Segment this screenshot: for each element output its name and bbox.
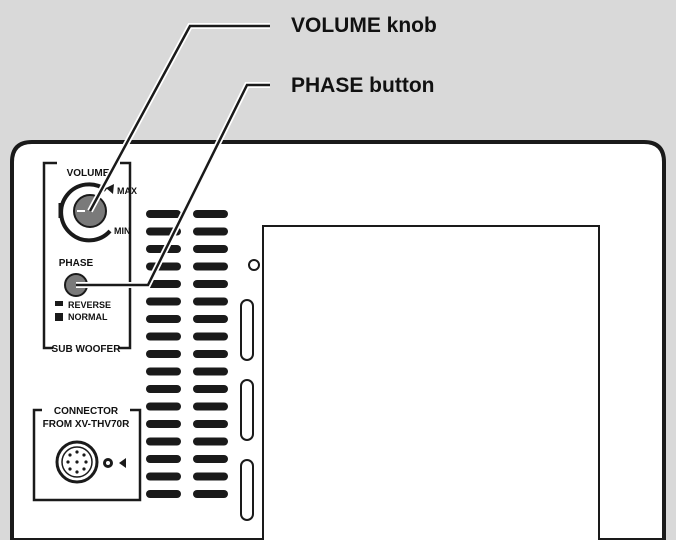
speaker-opening <box>262 225 600 540</box>
connector-label-line1: CONNECTOR <box>54 406 119 417</box>
subwoofer-section-label: SUB WOOFER <box>52 344 122 355</box>
vent-slot <box>146 332 181 341</box>
din-connector-socket <box>55 440 99 484</box>
vent-slot <box>193 490 228 498</box>
vent-slot <box>193 437 228 446</box>
volume-knob-callout: VOLUME knob <box>291 14 437 37</box>
vent-slot <box>193 472 228 481</box>
vent-slot <box>193 262 228 271</box>
vent-slot <box>146 350 181 358</box>
vent-slot <box>146 315 181 323</box>
vent-slot <box>193 455 228 463</box>
vent-slot <box>193 402 228 411</box>
vent-slot <box>146 297 181 306</box>
vent-slot <box>193 332 228 341</box>
vent-slot <box>146 280 181 288</box>
port-slot <box>240 459 254 521</box>
volume-max-label: MAX <box>117 186 137 196</box>
vent-slot <box>193 297 228 306</box>
connector-box <box>32 408 142 502</box>
vent-slot <box>193 367 228 376</box>
phase-callout-leader <box>76 83 270 287</box>
vent-slot <box>146 385 181 393</box>
volume-max-marker <box>106 184 114 194</box>
screw-hole <box>248 259 260 271</box>
vent-slot <box>146 455 181 463</box>
subwoofer-section-bracket <box>42 161 132 350</box>
vent-slot <box>146 262 181 271</box>
volume-min-label: MIN <box>114 226 131 236</box>
vent-slot <box>193 227 228 236</box>
phase-label: PHASE <box>59 258 94 269</box>
vent-slot <box>193 350 228 358</box>
vent-slot <box>193 280 228 288</box>
vent-slot <box>146 210 181 218</box>
normal-label: NORMAL <box>68 312 108 322</box>
port-slot <box>240 379 254 441</box>
vent-slot <box>193 210 228 218</box>
vent-slot <box>193 420 228 428</box>
vent-slot <box>193 245 228 253</box>
vent-slot <box>146 420 181 428</box>
phase-button-callout: PHASE button <box>291 74 435 97</box>
port-slot <box>240 299 254 361</box>
normal-position-icon <box>55 313 63 321</box>
vent-slot <box>146 490 181 498</box>
reverse-position-icon <box>55 301 63 306</box>
vent-slot <box>193 315 228 323</box>
vent-slot <box>146 472 181 481</box>
volume-callout-leader <box>88 24 270 212</box>
vent-slot <box>146 367 181 376</box>
connector-indicator <box>103 458 113 468</box>
vent-slot <box>146 402 181 411</box>
connector-label-line2: FROM XV-THV70R <box>43 419 130 430</box>
connector-arrow-icon <box>119 458 126 468</box>
volume-label: VOLUME <box>67 168 110 179</box>
vent-slot <box>146 437 181 446</box>
reverse-label: REVERSE <box>68 300 111 310</box>
vent-slot <box>193 385 228 393</box>
